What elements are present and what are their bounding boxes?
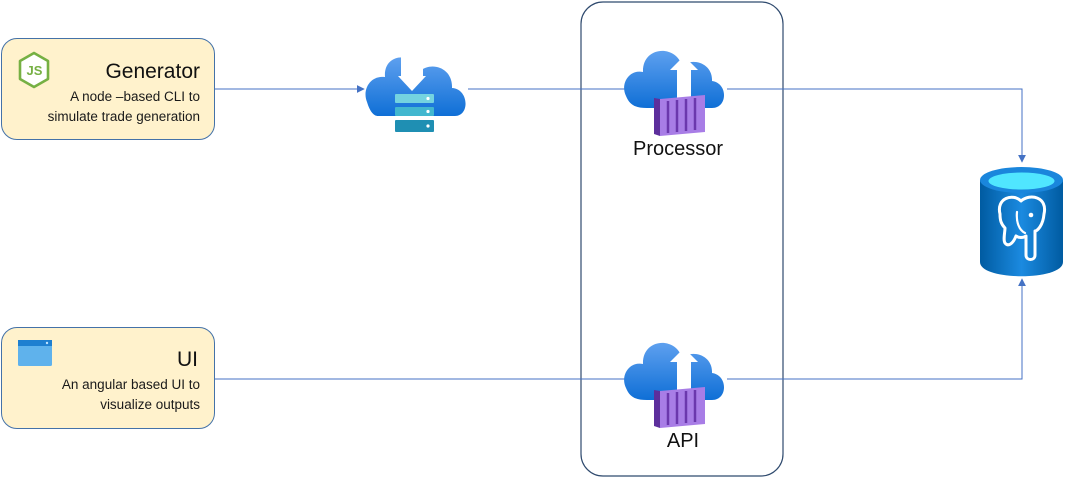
nodejs-icon: JS <box>18 51 50 89</box>
postgresql-database-icon <box>980 167 1063 277</box>
generator-title: Generator <box>105 60 200 83</box>
ui-title: UI <box>177 348 198 371</box>
ui-description-line-1: An angular based UI to <box>61 377 200 392</box>
ui-description: An angular based UI to visualize outputs <box>62 375 200 415</box>
ui-description-line-2: visualize outputs <box>100 397 200 412</box>
browser-window-icon <box>18 340 52 366</box>
connector-processor-to-database <box>727 88 1026 163</box>
cloud-download-storage-icon <box>365 56 466 132</box>
processor-cloud-upload-container-icon <box>624 50 724 136</box>
connector-api-to-database <box>727 278 1026 380</box>
api-label: API <box>666 430 700 452</box>
compute-group-container <box>580 1 784 477</box>
processor-label: Processor <box>632 138 724 160</box>
ui-card: UI An angular based UI to visualize outp… <box>1 327 215 429</box>
generator-description-line-1: A node –based CLI to <box>70 89 200 104</box>
svg-text:JS: JS <box>27 63 43 78</box>
generator-description-line-2: simulate trade generation <box>47 109 200 124</box>
generator-description: A node –based CLI to simulate trade gene… <box>48 87 200 127</box>
generator-card: JS Generator A node –based CLI to simula… <box>1 38 215 140</box>
api-cloud-upload-container-icon <box>624 342 724 428</box>
